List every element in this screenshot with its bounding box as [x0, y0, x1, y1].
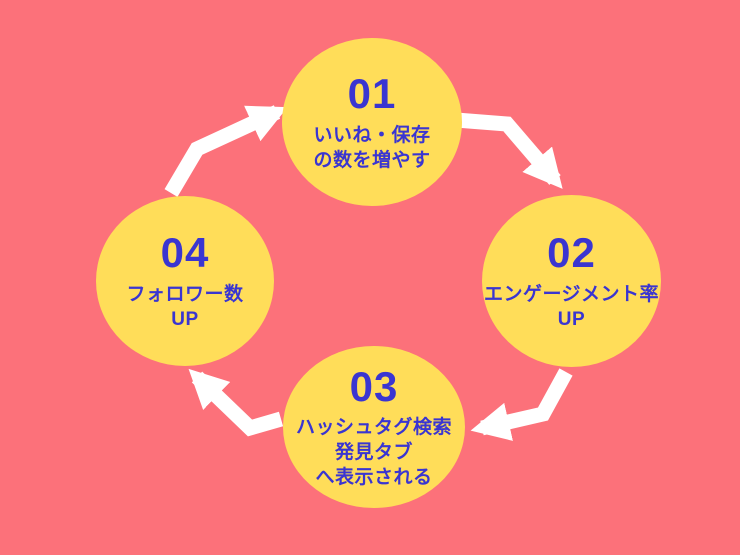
step-03-label-line-3: へ表示される [315, 467, 433, 489]
step-02-number: 02 [547, 229, 596, 277]
step-01-number: 01 [347, 70, 397, 118]
arrow-01-to-02-icon [455, 112, 563, 189]
arrow-02-to-03-icon [470, 368, 573, 441]
step-circle-03: 03 ハッシュタグ検索 発見タブ へ表示される [283, 346, 465, 508]
step-01-label-line-1: いいね・保存 [313, 124, 431, 146]
step-04-number: 04 [160, 229, 210, 277]
step-02-label-line-1: エンゲージメント率 [483, 283, 660, 305]
step-03-label-line-1: ハッシュタグ検索 [295, 417, 452, 439]
step-04-label-line-1: フォロワー数 [126, 283, 244, 305]
arrow-03-to-04-icon [188, 368, 284, 437]
step-circle-02: 02 エンゲージメント率 UP [482, 195, 661, 367]
step-circle-01: 01 いいね・保存 の数を増やす [282, 38, 462, 206]
step-03-label-line-2: 発見タブ [334, 442, 413, 464]
arrow-04-to-01-icon [164, 105, 288, 197]
step-02-label-line-2: UP [557, 308, 586, 330]
step-04-label-line-2: UP [171, 308, 199, 330]
step-circle-04: 04 フォロワー数 UP [96, 196, 274, 366]
step-03-number: 03 [349, 362, 399, 410]
step-01-label-line-2: の数を増やす [313, 149, 431, 171]
